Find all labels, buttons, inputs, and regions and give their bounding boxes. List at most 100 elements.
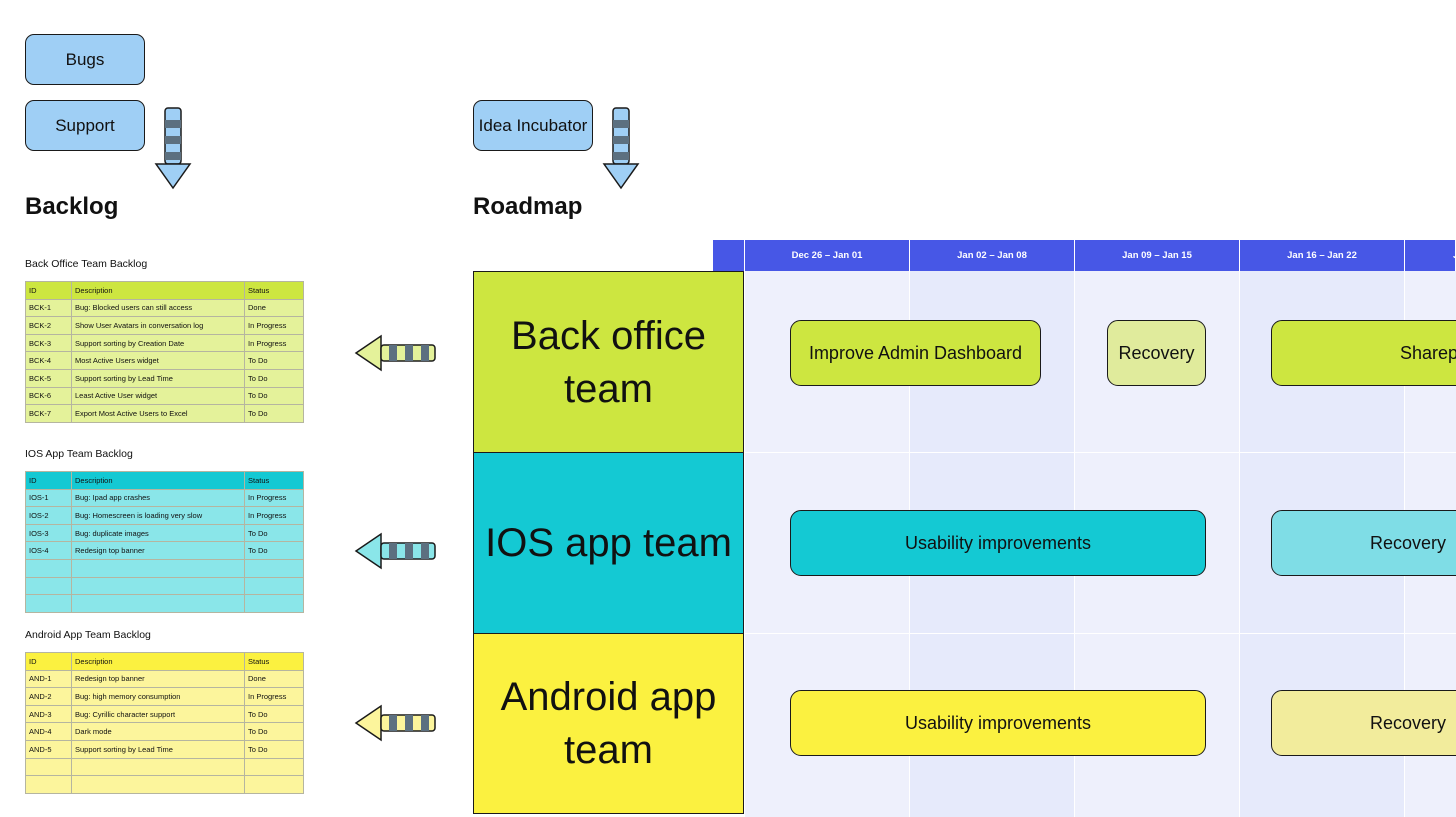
table-cell: To Do [244, 368, 304, 388]
support-source-box[interactable]: Support [25, 100, 145, 151]
table-cell [71, 576, 245, 596]
table-row[interactable] [25, 558, 304, 578]
column-header: Description [71, 281, 245, 300]
table-cell: Bug: Ipad app crashes [71, 488, 245, 508]
table-row[interactable] [25, 757, 304, 777]
table-cell: AND-2 [25, 687, 72, 706]
table-cell: Least Active User widget [71, 386, 245, 406]
table-cell: Done [244, 298, 304, 318]
table-cell: To Do [244, 386, 304, 406]
table-cell: IOS-1 [25, 488, 72, 508]
table-cell [71, 594, 245, 613]
roadmap-item-recovery[interactable]: Recovery [1107, 320, 1206, 386]
table-cell: To Do [244, 404, 304, 423]
roadmap-item-usability-improvements[interactable]: Usability improvements [790, 690, 1206, 756]
table-cell [25, 594, 72, 613]
table-cell: In Progress [244, 333, 304, 353]
team-ios-app: IOS app team [473, 452, 744, 635]
table-cell [71, 558, 245, 578]
table-cell: To Do [244, 704, 304, 724]
roadmap-item-recovery[interactable]: Recovery [1271, 510, 1456, 576]
table-cell: BCK-2 [25, 316, 72, 335]
table-cell: BCK-5 [25, 368, 72, 388]
team-back-office: Back office team [473, 271, 744, 454]
table-cell: To Do [244, 523, 304, 543]
table-cell: To Do [244, 722, 304, 741]
table-cell [244, 775, 304, 794]
table-cell: Bug: Homescreen is loading very slow [71, 506, 245, 525]
roadmap-item-improve-admin-dashboard[interactable]: Improve Admin Dashboard [790, 320, 1041, 386]
left-arrow-icon [354, 532, 436, 570]
table-cell: Dark mode [71, 722, 245, 741]
column-header: Status [244, 281, 304, 300]
bugs-source-box[interactable]: Bugs [25, 34, 145, 85]
down-arrow-icon [602, 107, 640, 190]
table-cell [25, 757, 72, 777]
backlog-table-title: Android App Team Backlog [25, 629, 151, 641]
table-cell [244, 576, 304, 596]
column-header: ID [25, 652, 72, 671]
week-header: Jan 16 – Jan 22 [1240, 240, 1405, 271]
idea-incubator-source-box[interactable]: Idea Incubator [473, 100, 593, 151]
table-cell: Export Most Active Users to Excel [71, 404, 245, 423]
column-header: ID [25, 471, 72, 490]
table-cell: AND-1 [25, 669, 72, 689]
column-header: Status [244, 652, 304, 671]
table-cell: AND-5 [25, 739, 72, 759]
table-row[interactable] [25, 576, 304, 596]
backlog-table-title: IOS App Team Backlog [25, 448, 133, 460]
table-cell: Support sorting by Creation Date [71, 333, 245, 353]
table-cell: Bug: Blocked users can still access [71, 298, 245, 318]
table-row[interactable] [25, 775, 304, 794]
left-arrow-icon [354, 704, 436, 742]
week-header: Dec 26 – Jan 01 [745, 240, 910, 271]
row-divider [745, 452, 1456, 453]
column-header: Description [71, 471, 245, 490]
table-cell [244, 757, 304, 777]
roadmap-item-recovery[interactable]: Recovery [1271, 690, 1456, 756]
table-cell [25, 576, 72, 596]
backlog-table-title: Back Office Team Backlog [25, 258, 148, 270]
roadmap-item-sharep[interactable]: Sharep [1271, 320, 1456, 386]
table-cell [25, 558, 72, 578]
table-cell: In Progress [244, 506, 304, 525]
table-cell: Bug: duplicate images [71, 523, 245, 543]
table-cell: BCK-4 [25, 351, 72, 370]
team-android-app: Android app team [473, 633, 744, 814]
table-cell: IOS-3 [25, 523, 72, 543]
table-cell: Support sorting by Lead Time [71, 368, 245, 388]
roadmap-heading: Roadmap [473, 193, 583, 220]
table-cell: BCK-1 [25, 298, 72, 318]
table-row[interactable] [25, 594, 304, 613]
table-cell: Done [244, 669, 304, 689]
table-cell: IOS-2 [25, 506, 72, 525]
table-cell: AND-3 [25, 704, 72, 724]
roadmap-item-usability-improvements[interactable]: Usability improvements [790, 510, 1206, 576]
table-cell: To Do [244, 739, 304, 759]
left-arrow-icon [354, 334, 436, 372]
down-arrow-icon [154, 107, 192, 190]
column-header: Description [71, 652, 245, 671]
table-cell: Support sorting by Lead Time [71, 739, 245, 759]
table-cell [244, 594, 304, 613]
